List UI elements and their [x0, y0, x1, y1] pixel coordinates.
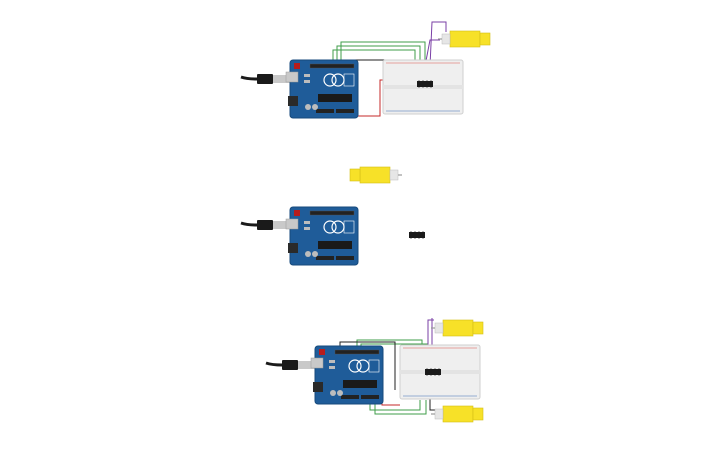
dc-gear-motor-icon[interactable] [430, 405, 484, 423]
usb-cable-icon [241, 220, 291, 230]
motor-driver-ic-icon[interactable] [416, 79, 434, 89]
usb-cable-icon [266, 360, 316, 370]
dc-gear-motor-icon[interactable] [349, 166, 403, 184]
dc-gear-motor-icon[interactable] [430, 319, 484, 337]
arduino-uno-icon[interactable] [285, 206, 359, 266]
usb-cable-icon [241, 74, 291, 84]
arduino-uno-icon[interactable] [310, 345, 384, 405]
circuit-top [241, 21, 491, 119]
circuit-bottom [266, 318, 484, 423]
motor-driver-ic-icon[interactable] [408, 230, 426, 240]
dc-gear-motor-icon[interactable] [437, 30, 491, 48]
motor-driver-ic-icon[interactable] [424, 367, 442, 377]
circuit-middle [241, 166, 426, 266]
arduino-uno-icon[interactable] [285, 59, 359, 119]
